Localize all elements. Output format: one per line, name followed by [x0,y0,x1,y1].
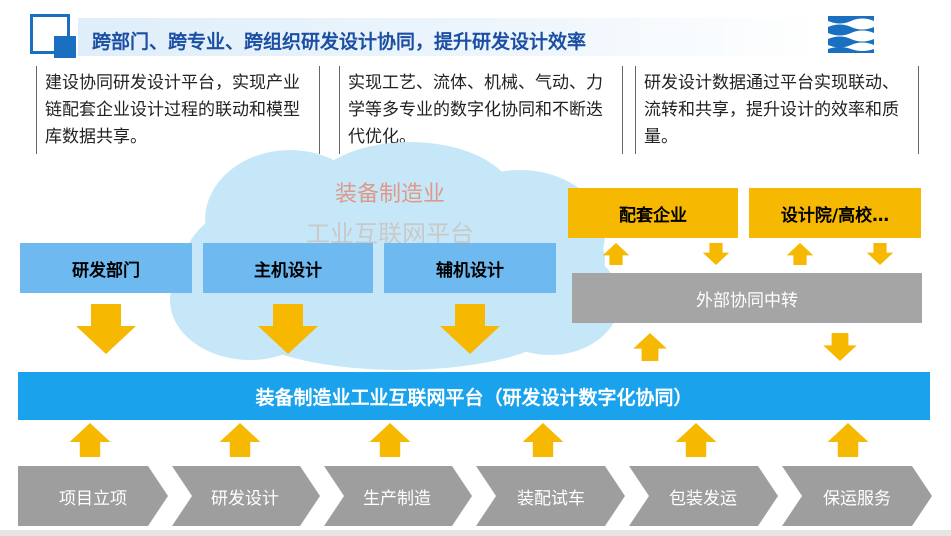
step-chevron-1 [18,466,168,526]
step-chevron-2 [172,466,320,526]
brand-waves-icon [828,16,874,53]
arrow-down-main [258,304,318,354]
description-box-2: 实现工艺、流体、机械、气动、力学等多专业的数字化协同和不断迭代优化。 [339,66,623,154]
arrow-down-rd [76,304,136,354]
arrow-up-platform-hub [633,333,667,361]
step-label-1: 项目立项 [59,489,127,509]
step-label-2: 研发设计 [211,489,279,509]
arrow-down-hub-left-2 [702,243,730,265]
arrow-up-step-2 [219,423,261,457]
description-box-3: 研发设计数据通过平台实现联动、流转和共享，提升设计的效率和质量。 [635,66,919,154]
arrow-up-step-1 [69,423,111,457]
partner-box-suppliers: 配套企业 [568,188,738,238]
partner-box-institutes: 设计院/高校… [749,188,921,238]
step-label-4: 装配试车 [517,489,585,509]
arrow-down-platform-hub [823,333,857,361]
arrow-up-step-4 [522,423,564,457]
dept-box-main-design: 主机设计 [203,243,373,293]
step-chevron-5 [629,466,778,526]
dept-box-aux-design: 辅机设计 [384,243,556,293]
arrow-up-step-5 [675,423,717,457]
process-flow [18,466,932,526]
platform-bar: 装备制造业工业互联网平台（研发设计数字化协同） [18,372,930,420]
dept-box-rd: 研发部门 [20,243,192,293]
arrow-up-step-3 [369,423,411,457]
arrow-down-aux [440,304,500,354]
arrow-down-hub-right-2 [866,243,894,265]
step-label-3: 生产制造 [363,489,431,509]
step-label-5: 包装发运 [669,489,737,509]
external-hub-box: 外部协同中转 [572,273,922,323]
corner-logo-fill [54,36,76,58]
bottom-strip [0,530,951,536]
arrow-up-step-6 [827,423,869,457]
page-title: 跨部门、跨专业、跨组织研发设计协同，提升研发设计效率 [92,31,587,53]
step-chevron-3 [324,466,472,526]
arrow-up-hub-right-1 [786,243,814,265]
step-chevron-6 [782,466,932,526]
description-box-1: 建设协同研发设计平台，实现产业链配套企业设计过程的联动和模型库数据共享。 [36,66,320,154]
step-chevron-4 [476,466,625,526]
cloud-label-line1: 装备制造业 [334,182,445,207]
step-label-6: 保运服务 [823,489,891,509]
arrow-up-hub-left-1 [602,243,630,265]
header-bar [78,18,823,56]
